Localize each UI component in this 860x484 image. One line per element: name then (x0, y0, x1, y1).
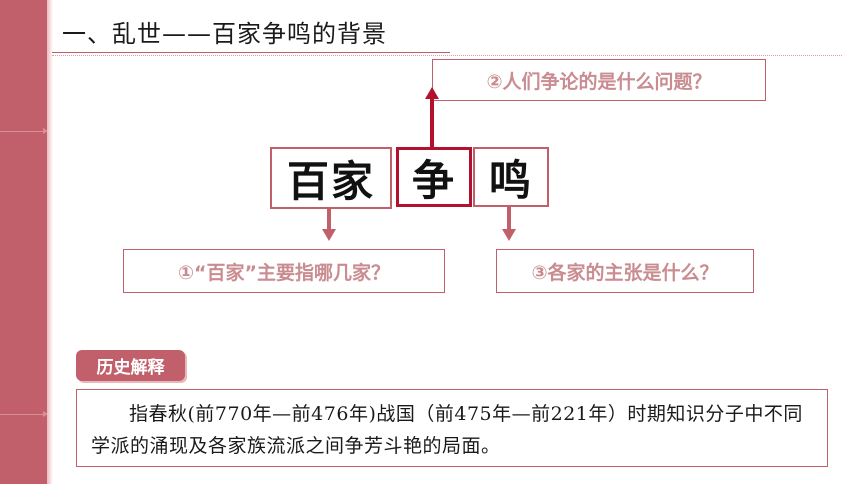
side-accent-bar (0, 0, 48, 484)
slide-title: 一、乱世——百家争鸣的背景 (62, 20, 387, 48)
down-arrow-icon (322, 229, 336, 241)
question-3-box: ③各家的主张是什么？ (496, 249, 754, 293)
down-arrow-icon (502, 229, 516, 241)
word-box-baijia: 百家 (270, 147, 392, 209)
up-arrow-shaft (430, 98, 434, 147)
word-box-ming: 鸣 (473, 147, 549, 207)
explanation-text: 指春秋(前770年—前476年)战国（前475年—前221年）时期知识分子中不同… (76, 389, 828, 467)
down-arrow-shaft (327, 207, 331, 230)
side-gradient (47, 0, 53, 484)
question-2-box: ②人们争论的是什么问题？ (432, 59, 766, 101)
down-arrow-shaft (507, 205, 511, 230)
sidebar-notch (0, 411, 48, 417)
sidebar-notch (0, 128, 48, 134)
question-1-box: ①“百家”主要指哪几家？ (123, 249, 445, 293)
title-underline (52, 52, 450, 53)
dotted-divider (52, 55, 842, 56)
word-box-zheng: 争 (396, 147, 472, 207)
up-arrow-icon (425, 87, 439, 99)
history-explanation-tag: 历史解释 (76, 350, 185, 381)
